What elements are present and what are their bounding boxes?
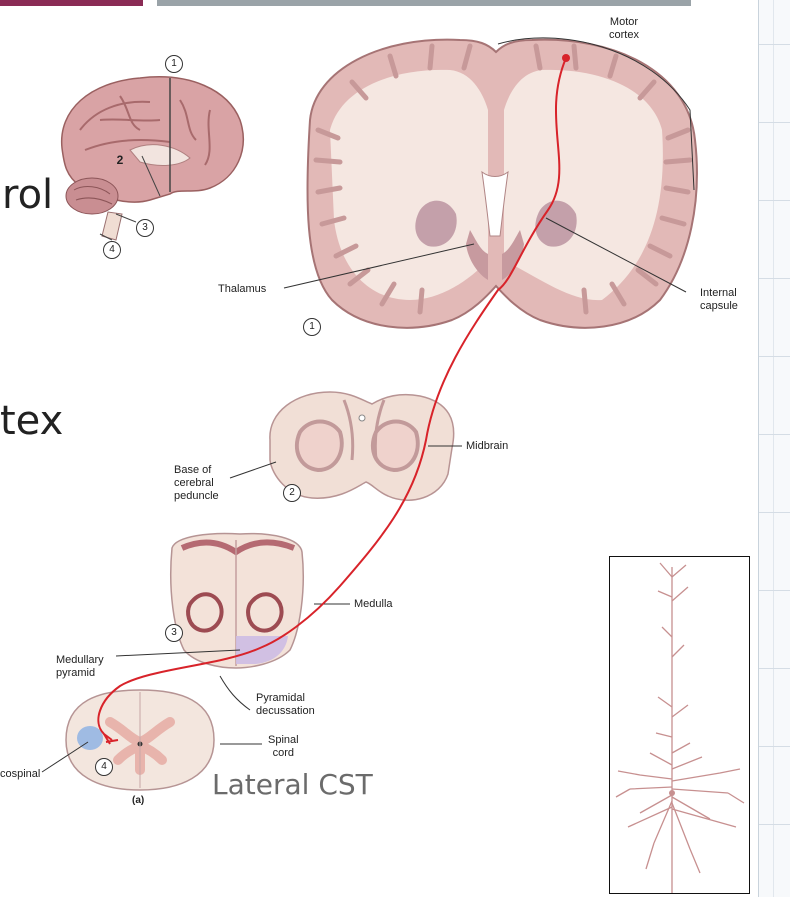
slide-text-fragment-bottom: tex	[0, 398, 64, 444]
label-thalamus: Thalamus	[218, 283, 267, 295]
midbrain-section	[269, 391, 455, 501]
label-spinal-line2: cord	[272, 747, 294, 759]
section-marker-3: 3	[165, 624, 183, 642]
thumbnail-marker-3: 3	[136, 219, 154, 237]
label-base-line3: peduncle	[174, 490, 219, 502]
slide-thumbnail-strip[interactable]	[758, 0, 790, 897]
coronal-brain-section	[306, 37, 698, 329]
section-marker-1: 1	[165, 55, 183, 73]
strip-line	[759, 590, 790, 591]
section-marker-4: 4	[95, 758, 113, 776]
thumbnail-marker-4: 4	[103, 241, 121, 259]
strip-line	[759, 668, 790, 669]
strip-line	[759, 122, 790, 123]
motor-neuron-cell-body	[562, 54, 570, 62]
strip-line	[759, 434, 790, 435]
label-base-line2: cerebral	[174, 477, 214, 489]
strip-line	[759, 200, 790, 201]
label-midbrain: Midbrain	[466, 440, 509, 452]
strip-line	[759, 44, 790, 45]
label-spinal-line1: Spinal	[268, 734, 299, 746]
label-internal-capsule-line2: capsule	[700, 300, 738, 312]
label-internal-capsule: Internal capsule	[700, 287, 738, 313]
spinal-cord-section	[65, 689, 215, 791]
figure-letter: (a)	[132, 795, 145, 806]
pyramidal-neuron-image	[609, 556, 750, 894]
strip-line	[759, 278, 790, 279]
label-medullary-pyramid: Medullary pyramid	[56, 654, 104, 680]
label-motor-cortex-line1: Motor	[609, 16, 639, 28]
label-base-cerebral-peduncle: Base of cerebral peduncle	[174, 464, 219, 503]
strip-line	[759, 824, 790, 825]
leader-lines	[41, 217, 687, 773]
slide-text-fragment-top: rol	[2, 172, 54, 218]
medulla-section	[170, 532, 304, 669]
label-spinal-cord: Spinal cord	[268, 734, 299, 760]
label-base-line1: Base of	[174, 464, 212, 476]
section-marker-1-coronal: 1	[303, 318, 321, 336]
label-internal-capsule-line1: Internal	[700, 287, 737, 299]
strip-line	[759, 512, 790, 513]
strip-divider	[773, 0, 774, 897]
slide-header-bar	[157, 0, 691, 6]
strip-line	[759, 356, 790, 357]
corticospinal-tract-path	[97, 57, 567, 741]
pyramidal-neuron-drawing	[615, 562, 745, 893]
slide-accent-bar	[0, 0, 143, 6]
label-decussation-line2: decussation	[256, 705, 315, 717]
label-motor-cortex: Motor cortex	[609, 16, 639, 42]
caption-lateral-cst: Lateral CST	[212, 768, 373, 801]
label-pyramid-line2: pyramid	[56, 667, 96, 679]
label-decussation-line1: Pyramidal	[256, 692, 305, 704]
label-pyramid-line1: Medullary	[56, 654, 104, 666]
strip-line	[759, 746, 790, 747]
label-motor-cortex-line2: cortex	[609, 29, 639, 41]
label-corticospinal: cospinal	[0, 768, 41, 780]
label-pyramidal-decussation: Pyramidal decussation	[256, 692, 315, 718]
thumbnail-marker-2: 2	[116, 153, 124, 167]
section-marker-2: 2	[283, 484, 301, 502]
label-medulla: Medulla	[354, 598, 393, 610]
sagittal-brain-thumbnail	[60, 76, 244, 241]
